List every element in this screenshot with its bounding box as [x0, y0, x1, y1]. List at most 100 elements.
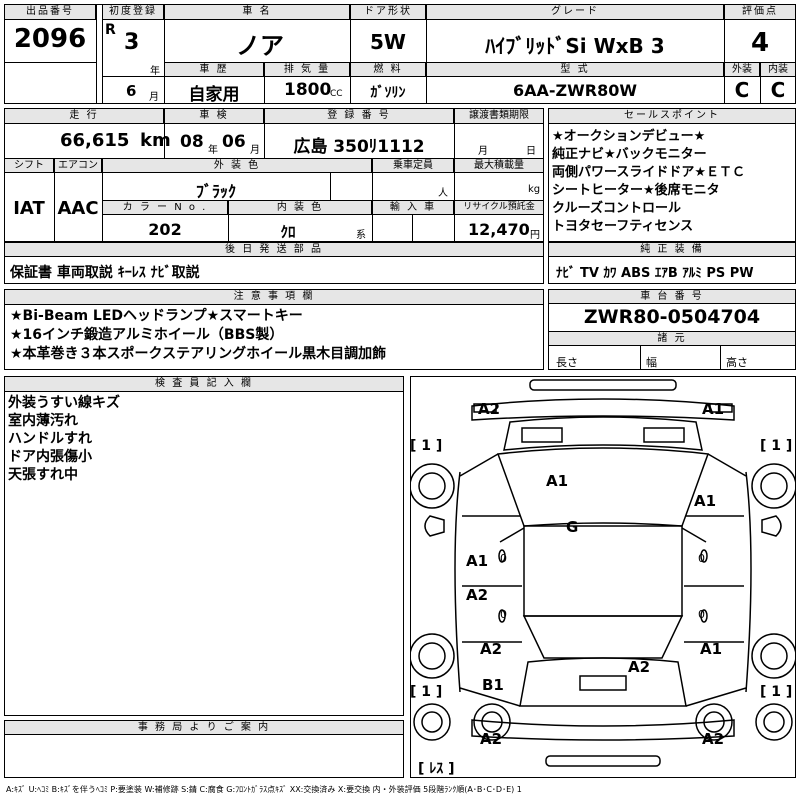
ext-grade: C [734, 78, 750, 102]
car-diagram [410, 379, 796, 767]
history: 自家用 [188, 85, 240, 105]
divider [264, 62, 265, 104]
car-name-label: 車 名 [164, 4, 350, 20]
mark-front-right: A1 [702, 400, 725, 418]
mark-zero: 0 [500, 608, 507, 621]
inspection-label: 車 検 [164, 108, 264, 124]
selling-point-item: シートヒーター★後席モニタ [552, 183, 720, 198]
displacement-label: 排 気 量 [264, 62, 350, 77]
selling-points-label: セールスポイント [548, 108, 796, 124]
divider [228, 200, 229, 242]
delivery-label: 後 日 発 送 部 品 [4, 242, 544, 257]
mark-roof-rear: A2 [628, 658, 651, 676]
selling-point-item: トヨタセーフティセンス [552, 219, 694, 234]
mark-fender-right: A1 [694, 492, 717, 510]
year-unit: 年 [150, 66, 160, 77]
recycle-deposit: 12,470 [468, 220, 530, 239]
model-code: 6AA-ZWR80W [512, 81, 638, 100]
mileage: 66,615 [60, 130, 130, 151]
ac: AAC [57, 198, 99, 219]
divider [640, 346, 641, 370]
divider [102, 76, 164, 77]
selling-point-item: 純正ナビ★バックモニター [552, 147, 707, 162]
notes-label: 注 意 事 項 欄 [4, 289, 544, 305]
model-label: 型 式 [426, 62, 724, 77]
color-label: 外 装 色 [102, 158, 372, 173]
damage-diagram-panel [410, 376, 796, 778]
divider [102, 4, 103, 104]
delivery-items: 保証書 車両取説 ｷｰﾚｽ ﾅﾋﾞ取説 [10, 265, 200, 281]
inspector-note: 天張すれ中 [8, 467, 78, 483]
int-label: 内装 [760, 62, 796, 77]
divider [330, 173, 331, 200]
divider [164, 4, 165, 104]
transfer-label: 譲渡書類期限 [454, 108, 544, 124]
divider [426, 4, 427, 62]
width-label: 幅 [646, 356, 657, 369]
mark-rear-left: A2 [480, 730, 503, 748]
inspector-note: 室内薄汚れ [8, 413, 78, 429]
load-unit: kg [528, 184, 541, 195]
office-label: 事 務 局 よ り ご 案 内 [4, 720, 404, 735]
mark-rear-left-quarter: A2 [480, 640, 503, 658]
note-item: ★Bi-Beam LEDヘッドランプ★スマートキー [10, 308, 303, 324]
chassis-label: 車 台 番 号 [548, 289, 796, 304]
divider [426, 62, 427, 104]
door-type: 5W [370, 30, 406, 54]
divider [760, 62, 761, 104]
exterior-color: ﾌﾞﾗｯｸ [195, 182, 236, 201]
note-item: ★本革巻き３本スポークステアリングホイール黒木目調加飾 [10, 346, 387, 362]
divider [720, 346, 721, 370]
length-label: 長さ [556, 356, 578, 369]
chassis-number: ZWR80-0504704 [583, 306, 761, 328]
car-name: ノア [236, 32, 284, 60]
lot-number: 2096 [13, 24, 87, 54]
color-number: 202 [148, 220, 182, 239]
dims-label: 諸 元 [548, 331, 796, 346]
recycle-unit: 円 [530, 230, 540, 241]
tire-fr-value: 1 [771, 438, 782, 454]
interior-color-label: 内 装 色 [228, 200, 372, 215]
grade: ﾊｲﾌﾞﾘｯﾄﾞSi WxB 3 [485, 34, 665, 58]
inspector-label: 検 査 員 記 入 欄 [4, 376, 404, 392]
tire-rl-value: 1 [421, 684, 432, 700]
selling-point-item: ★オークションデビュー★ [552, 129, 706, 144]
displacement-unit: CC [330, 89, 343, 99]
tire-rr: [ 1 ] [760, 684, 793, 700]
door-label: ドア形状 [350, 4, 426, 20]
first-reg-month: 6 [126, 82, 137, 100]
tire-fl-value: 1 [421, 438, 432, 454]
divider [4, 62, 96, 63]
spare-tire-value: ﾚｽ [429, 761, 444, 777]
notes-list: ★Bi-Beam LEDヘッドランプ★スマートキー ★16インチ鍛造アルミホイー… [10, 307, 386, 364]
divider [412, 215, 413, 242]
import-label: 輸 入 車 [372, 200, 454, 215]
tire-rl: [ 1 ] [410, 684, 443, 700]
tire-fr: [ 1 ] [760, 438, 793, 454]
inspector-notes: 外装うすい線キズ 室内薄汚れ ハンドルすれ ドア内張傷小 天張すれ中 [8, 394, 120, 484]
inspector-note: 外装うすい線キズ [8, 395, 120, 411]
score-label: 評価点 [724, 4, 796, 20]
note-item: ★16インチ鍛造アルミホイール（BBS製） [10, 327, 284, 343]
spare-tire: [ ﾚｽ ] [418, 761, 455, 777]
interior-color: ｸﾛ [280, 223, 296, 241]
grade-label: グレード [426, 4, 724, 20]
inspector-note: ドア内張傷小 [8, 449, 92, 465]
inspector-note: ハンドルすれ [8, 431, 92, 447]
mileage-label: 走 行 [4, 108, 164, 124]
mark-windshield: A1 [546, 472, 569, 490]
shift-label: シフト [4, 158, 54, 173]
era: R [105, 22, 116, 38]
divider [350, 62, 351, 104]
ac-label: エアコン [54, 158, 102, 173]
mileage-unit: km [140, 130, 171, 151]
score: 4 [750, 28, 770, 58]
capacity-unit: 人 [438, 188, 448, 199]
equipment-items: ﾅﾋﾞ TV ｶﾜ ABS ｴｱB ｱﾙﾐ PS PW [556, 266, 754, 281]
first-reg-label: 初度登録 [102, 4, 164, 20]
displacement: 1800 [284, 80, 332, 100]
legend: A:ｷｽﾞ U:ﾍｺﾐ B:ｷｽﾞを伴うﾍｺﾐ P:要塗装 W:補修跡 S:錆 … [6, 785, 522, 794]
mark-rear-right: A2 [702, 730, 725, 748]
fuel: ｶﾞｿﾘﾝ [370, 85, 406, 101]
mark-zero: 0 [500, 552, 507, 565]
